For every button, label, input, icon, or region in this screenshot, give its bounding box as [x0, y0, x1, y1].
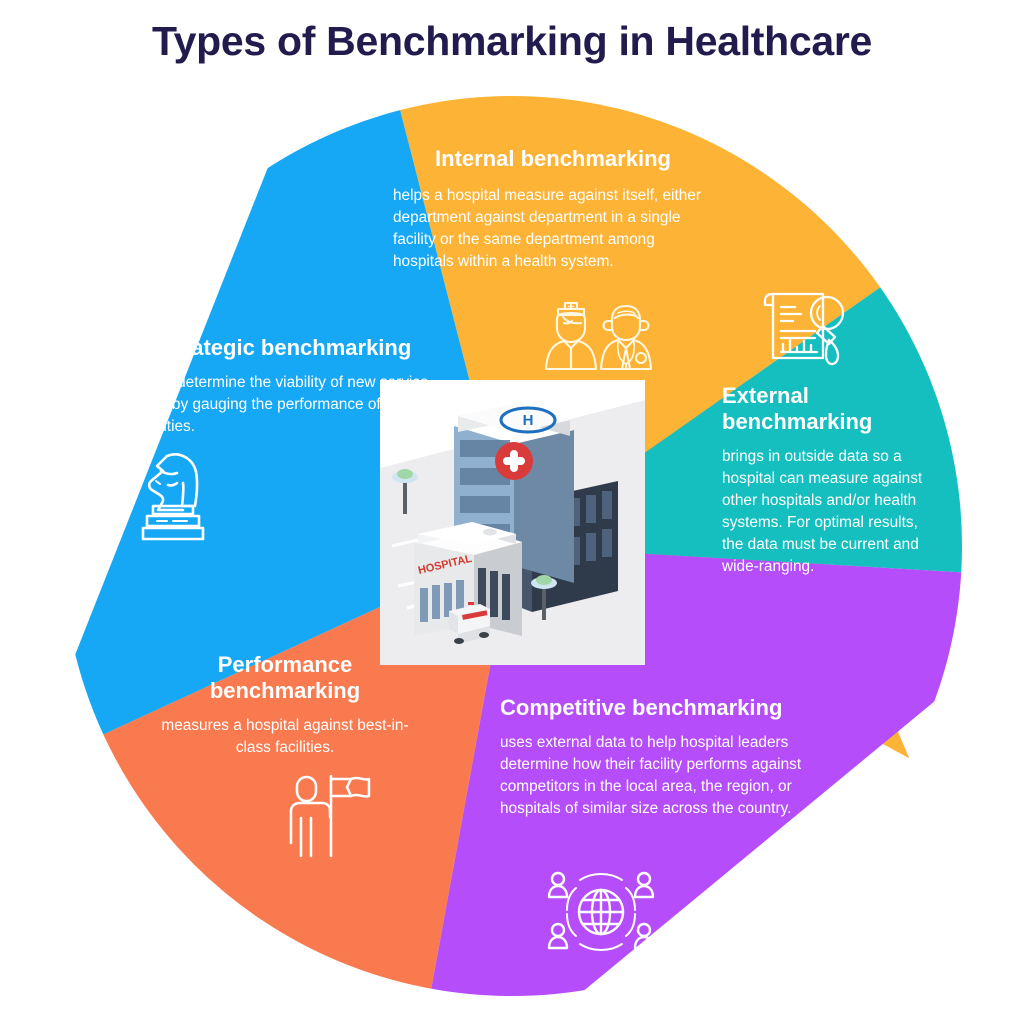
window-grid-left: [420, 580, 464, 622]
segment-internal-body: helps a hospital measure against itself,…: [393, 186, 701, 270]
nurse-doctor-icon: [540, 292, 672, 379]
segment-strategic-text: Strategic benchmarking helps determine t…: [136, 335, 436, 438]
segment-performance-body: measures a hospital against best-in-clas…: [161, 716, 409, 756]
street-lamp: [531, 575, 557, 620]
segment-performance-text: Performance benchmarking measures a hosp…: [150, 652, 420, 759]
report-magnifier-icon: [757, 282, 853, 375]
helipad-letter: H: [523, 412, 534, 429]
benchmarking-pie-wheel: H: [62, 96, 962, 996]
segment-external-text: External benchmarking brings in outside …: [722, 383, 927, 578]
page-title: Types of Benchmarking in Healthcare: [151, 18, 873, 64]
street-lamp: [392, 469, 418, 514]
person-flag-icon: [281, 773, 377, 864]
chess-knight-icon: [137, 444, 221, 555]
segment-competitive-text: Competitive benchmarking uses external d…: [500, 695, 830, 820]
segment-competitive-heading: Competitive benchmarking: [500, 695, 783, 720]
segment-internal-heading: Internal benchmarking: [435, 146, 671, 171]
segment-strategic-body: helps determine the viability of new ser…: [136, 373, 429, 435]
wedge-competitive[interactable]: [403, 546, 962, 996]
segment-external-heading: External benchmarking: [722, 383, 873, 434]
isometric-hospital-illustration: H: [380, 380, 645, 665]
ambulance: [449, 602, 490, 644]
segment-performance-heading: Performance benchmarking: [209, 652, 361, 703]
segment-internal-text: Internal benchmarking helps a hospital m…: [393, 146, 713, 273]
segment-strategic-heading: Strategic benchmarking: [160, 335, 412, 360]
globe-people-icon: [546, 868, 656, 961]
segment-competitive-body: uses external data to help hospital lead…: [500, 733, 802, 817]
segment-external-body: brings in outside data so a hospital can…: [722, 447, 923, 575]
